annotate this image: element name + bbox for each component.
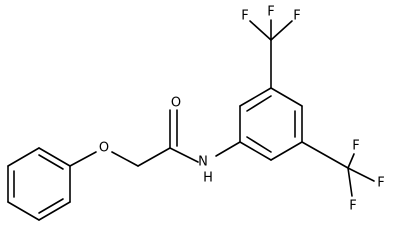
atom-label-n-amide: N	[198, 155, 208, 170]
bond	[239, 141, 272, 161]
atom-labels: O O N H F F F F F F	[99, 5, 385, 214]
bond	[270, 20, 293, 41]
double-bond-inner	[246, 136, 272, 153]
carbonyl-group	[169, 109, 199, 163]
cf3-group-bottom	[301, 141, 375, 197]
bond	[111, 151, 139, 167]
structure-canvas: O O N H F F F F F F	[7, 5, 385, 221]
phenyl-ring	[7, 147, 71, 221]
bond	[347, 153, 355, 169]
aryl-ring	[239, 87, 303, 161]
bond	[38, 147, 71, 167]
double-bond-inner	[38, 154, 64, 170]
atom-label-fluorine: F	[377, 176, 384, 191]
atom-label-o-carbonyl: O	[171, 96, 181, 111]
bond	[301, 141, 349, 169]
bond	[7, 201, 40, 221]
bond	[169, 147, 199, 163]
cf3-group-top	[249, 19, 293, 89]
bond	[249, 20, 272, 41]
chemical-structure: O O N H F F F F F F	[7, 5, 385, 221]
atom-label-fluorine: F	[349, 199, 356, 214]
bond	[239, 87, 272, 107]
double-bond-inner	[38, 198, 64, 214]
atom-label-fluorine: F	[267, 5, 274, 20]
atom-label-fluorine: F	[293, 9, 300, 24]
bond	[69, 151, 97, 167]
bond	[215, 141, 241, 157]
bond	[270, 141, 303, 161]
atom-label-fluorine: F	[241, 9, 248, 24]
atom-label-fluorine: F	[352, 139, 359, 154]
bond	[7, 147, 40, 167]
bond	[137, 147, 171, 167]
bond	[38, 201, 71, 221]
atom-label-h-amide: H	[203, 171, 213, 186]
bond	[347, 167, 353, 197]
bond	[347, 167, 375, 182]
bond	[270, 87, 303, 107]
ether-linker	[69, 147, 171, 167]
atom-label-o-ether: O	[99, 141, 109, 156]
double-bond-inner	[246, 95, 272, 112]
